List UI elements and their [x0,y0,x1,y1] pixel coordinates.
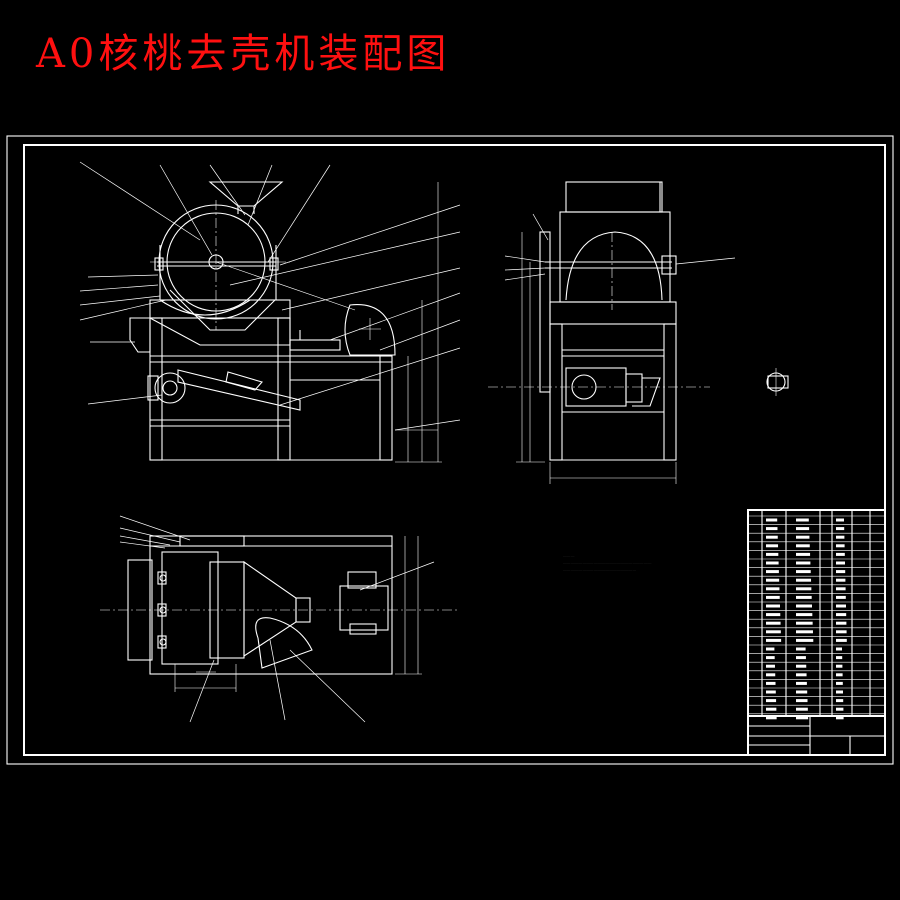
table-cell-mark [766,647,775,651]
table-cell-mark [836,552,845,556]
technical-notes: ▔▔▔ ▔▔▔▔▔▔▔▔▔▔▔▔▔▔▔▔▔▔▔▔▔▔▔ ▔▔▔▔▔▔▔▔▔▔▔▔… [563,556,713,577]
table-cell-mark [766,604,780,608]
table-cell-mark [836,656,843,660]
table-cell-mark [766,561,779,565]
table-cell-mark [766,527,778,531]
table-cell-mark [796,595,812,599]
table-cell-mark [796,621,813,625]
table-cell-mark [836,630,847,634]
table-cell-mark [796,690,808,694]
table-cell-mark [796,699,808,703]
table-cell-mark [796,604,812,608]
table-cell-mark [836,595,846,599]
table-cell-mark [836,638,847,642]
detail-view [766,368,789,396]
table-cell-mark [836,673,843,677]
table-cell-mark [836,690,843,694]
inner-border [23,144,886,756]
table-cell-mark [796,544,810,548]
table-cell-mark [796,578,812,582]
table-cell-mark [766,656,775,660]
outer-border [6,135,894,765]
table-cell-mark [836,613,847,617]
table-cell-mark [796,716,809,720]
table-cell-mark [836,535,845,539]
table-cell-mark [766,699,777,703]
table-cell-mark [766,518,778,522]
table-cell-mark [796,681,807,685]
table-cell-mark [836,699,844,703]
table-cell-mark [766,638,782,642]
table-cell-mark [796,664,807,668]
table-cell-mark [796,673,807,677]
table-cell-mark [796,630,813,634]
table-cell-mark [796,587,812,591]
table-cell-mark [796,638,814,642]
table-cell-mark [796,656,806,660]
table-cell-mark [796,613,813,617]
table-cell-mark [766,613,781,617]
table-cell-mark [796,647,806,651]
table-cell-mark [766,621,781,625]
table-cell-mark [796,570,811,574]
table-cell-mark [836,518,844,522]
table-cell-mark [766,690,776,694]
table-cell-mark [766,630,781,634]
drawing-title: A0核桃去壳机装配图 [36,31,451,77]
notes-heading: ▔▔▔ [563,556,575,562]
table-cell-mark [766,707,777,711]
top-view [100,515,460,723]
table-cell-mark [766,716,777,720]
table-cell-mark [836,716,844,720]
notes-line-1: ▔▔▔▔▔▔▔▔▔▔▔▔▔▔▔▔▔▔▔▔▔▔▔ [563,563,652,569]
table-cell-mark [766,544,779,548]
table-cell-mark [766,535,778,539]
parts-list-table [747,509,886,756]
table-cell-mark [836,587,846,591]
side-view [488,181,736,484]
table-cell-mark [796,527,810,531]
front-view [79,161,461,463]
table-cell-mark [766,570,779,574]
table-cell-mark [836,578,846,582]
table-cell-mark [796,518,809,522]
table-cell-mark [796,535,810,539]
table-cell-mark [766,552,779,556]
table-cell-mark [836,621,847,625]
table-cell-mark [836,664,843,668]
table-cell-mark [836,604,846,608]
table-cell-mark [766,664,775,668]
table-cell-mark [766,681,776,685]
table-cell-mark [836,570,846,574]
table-cell-mark [836,681,843,685]
table-cell-mark [766,595,780,599]
table-cell-mark [796,561,811,565]
table-cell-mark [766,587,780,591]
table-cell-mark [836,561,845,565]
table-cell-mark [796,552,811,556]
table-cell-mark [836,527,845,531]
table-cell-mark [836,647,842,651]
table-cell-mark [836,544,845,548]
notes-line-2: ▔▔▔▔▔▔▔▔▔▔▔▔▔▔▔▔▔▔▔ [563,570,637,576]
table-cell-mark [766,578,780,582]
table-cell-mark [766,673,776,677]
table-cell-mark [836,707,844,711]
table-cell-mark [796,707,808,711]
